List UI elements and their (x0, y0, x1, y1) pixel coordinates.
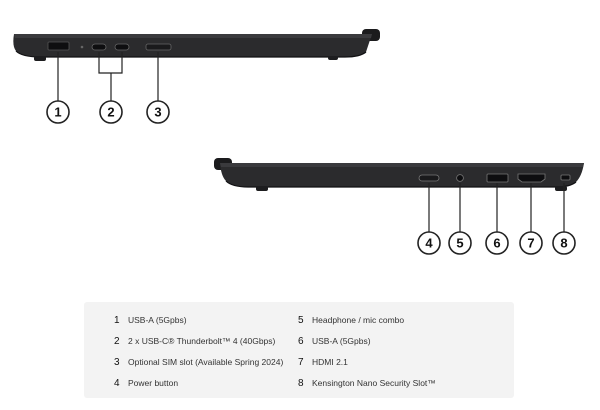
callout-number: 1 (54, 105, 61, 120)
callout-lines-right (428, 183, 565, 232)
callout-number: 2 (107, 105, 114, 120)
legend-item-1: 1 USB-A (5Gpbs) (114, 315, 187, 326)
usb-a-port-left (47, 41, 70, 51)
kensington-slot (560, 174, 571, 181)
usb-a-port-right (486, 173, 509, 183)
legend-label: Power button (128, 378, 179, 388)
legend-item-5: 5 Headphone / mic combo (298, 315, 404, 326)
callout-4: 4 (417, 231, 441, 255)
callout-6: 6 (485, 231, 509, 255)
callout-1: 1 (46, 100, 70, 124)
callout-number: 4 (425, 236, 433, 251)
callout-7: 7 (519, 231, 543, 255)
legend-label: USB-A (5Gpbs) (312, 336, 371, 346)
legend-item-2: 2 2 x USB-C® Thunderbolt™ 4 (40Gbps) (114, 336, 275, 347)
legend-label: USB-A (5Gpbs) (128, 315, 187, 325)
callout-circles: 1 2 3 4 5 6 7 8 (46, 100, 576, 255)
laptop-ports-diagram: 1 2 3 4 5 6 7 8 (13, 29, 584, 255)
sim-slot (145, 43, 172, 51)
usb-c-port-2 (114, 43, 130, 51)
laptop-right-side-view (214, 158, 584, 191)
hdmi-port (517, 173, 546, 183)
callout-number: 5 (456, 236, 463, 251)
legend-item-6: 6 USB-A (5Gpbs) (298, 336, 371, 347)
legend-item-4: 4 Power button (114, 378, 178, 389)
headphone-jack (456, 174, 464, 182)
legend-number: 7 (298, 357, 304, 368)
legend-label: 2 x USB-C® Thunderbolt™ 4 (40Gbps) (128, 336, 276, 346)
legend-item-7: 7 HDMI 2.1 (298, 357, 348, 368)
callout-number: 7 (527, 236, 534, 251)
callout-2: 2 (99, 100, 123, 124)
legend-number: 5 (298, 315, 304, 326)
usb-c-port-1 (91, 43, 107, 51)
legend-number: 2 (114, 336, 120, 347)
callout-3: 3 (146, 100, 170, 124)
legend-label: HDMI 2.1 (312, 357, 348, 367)
laptop-left-side-view (13, 29, 380, 61)
callout-number: 3 (154, 105, 161, 120)
callout-number: 8 (560, 236, 567, 251)
legend-label: Kensington Nano Security Slot™ (312, 378, 436, 388)
legend-number: 1 (114, 315, 120, 326)
legend-number: 6 (298, 336, 304, 347)
legend-number: 3 (114, 357, 120, 368)
callout-8: 8 (552, 231, 576, 255)
legend-item-8: 8 Kensington Nano Security Slot™ (298, 378, 436, 389)
legend-label: Headphone / mic combo (312, 315, 405, 325)
power-button (418, 174, 440, 182)
callout-5: 5 (448, 231, 472, 255)
legend-number: 8 (298, 378, 304, 389)
callout-number: 6 (493, 236, 500, 251)
legend-label: Optional SIM slot (Available Spring 2024… (128, 357, 284, 367)
legend-item-3: 3 Optional SIM slot (Available Spring 202… (114, 357, 283, 368)
callout-lines-left (57, 52, 159, 101)
legend-number: 4 (114, 378, 120, 389)
